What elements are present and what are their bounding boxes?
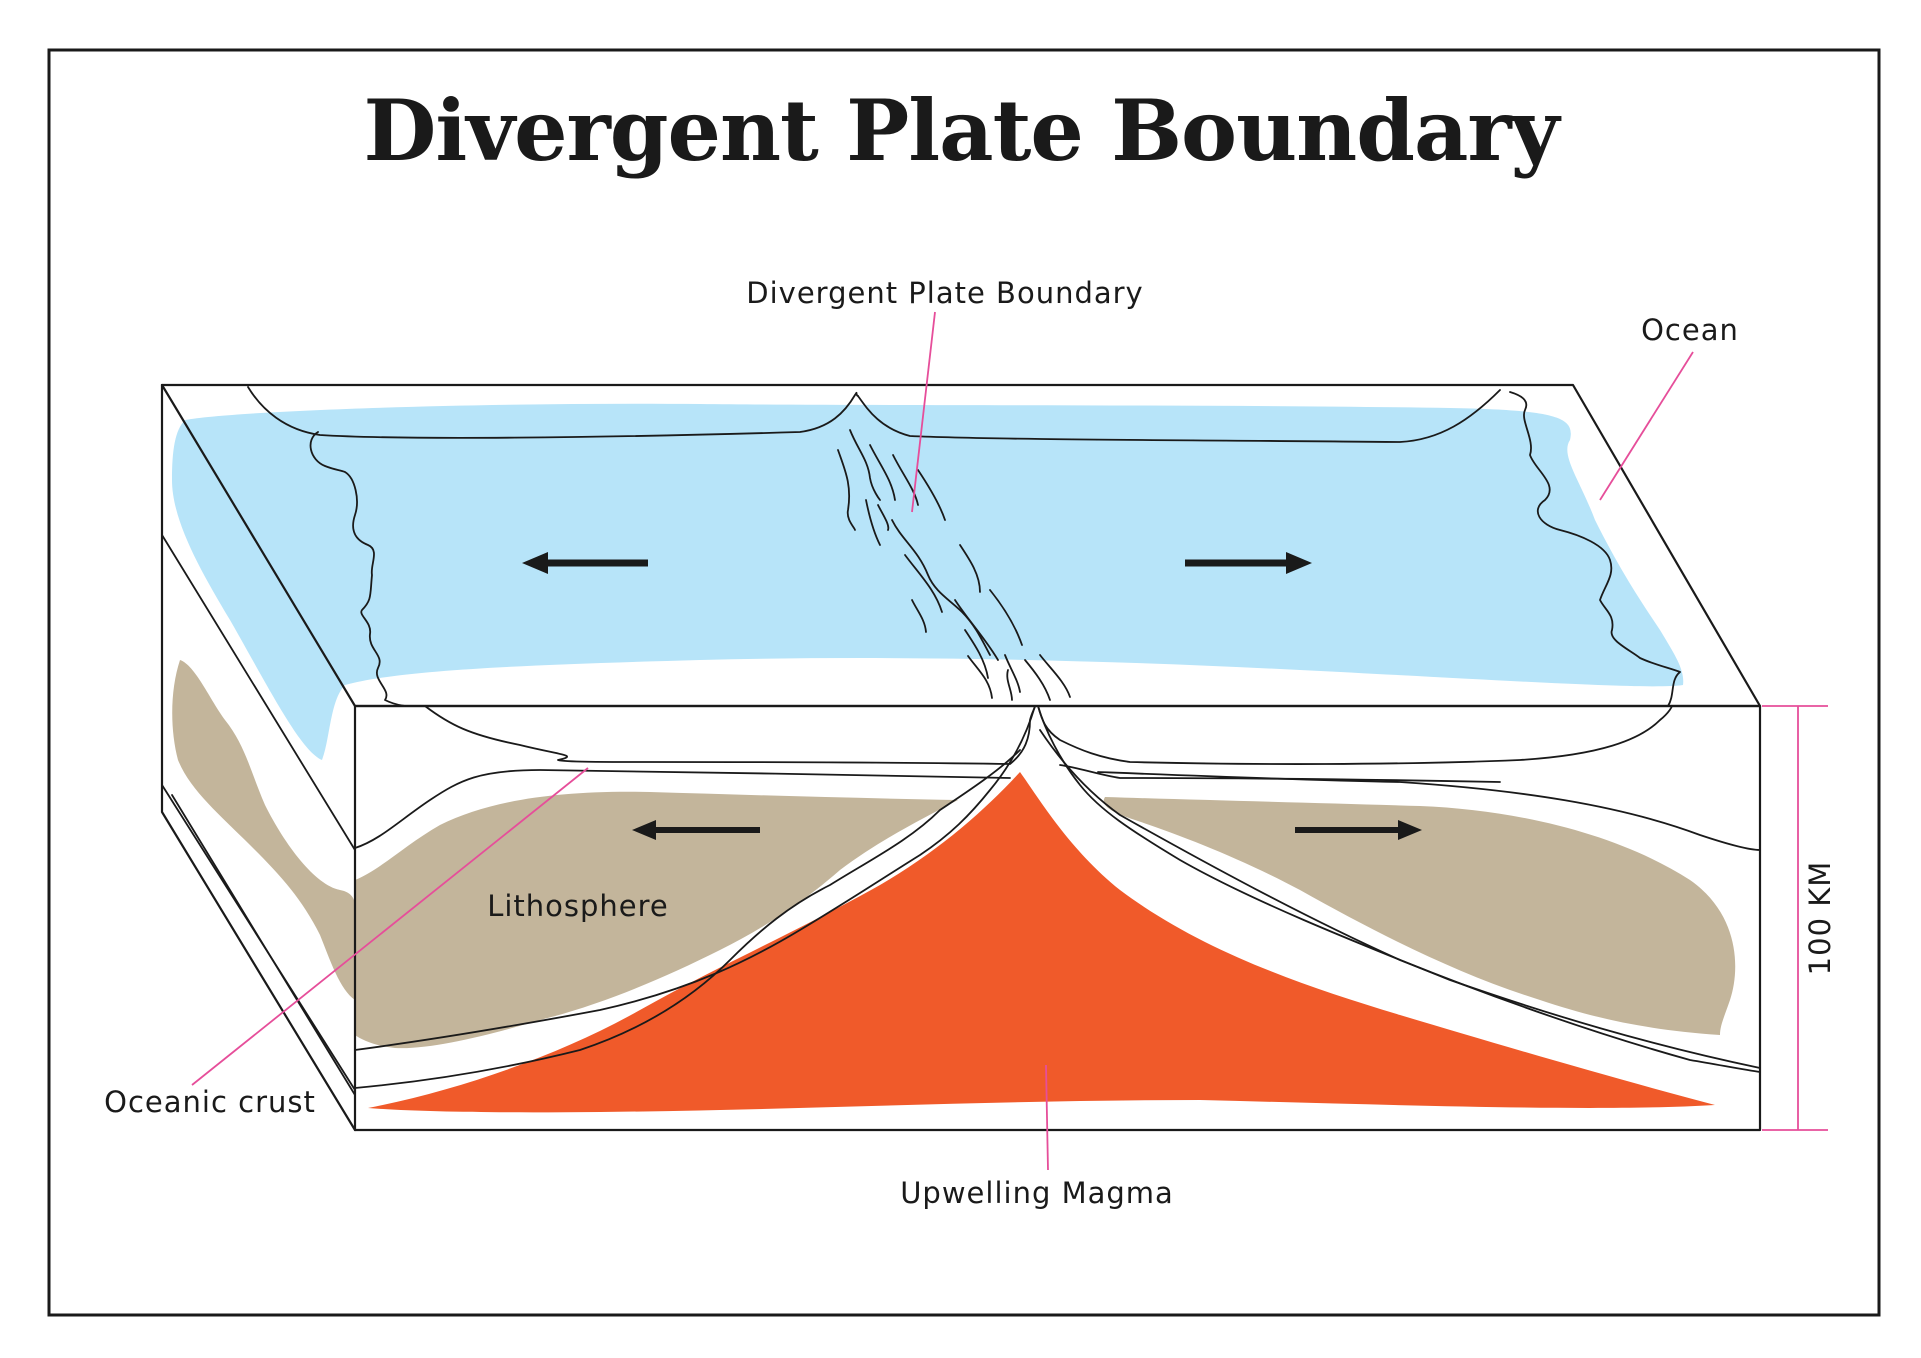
- seafloor-shelf-left: [247, 386, 859, 439]
- leader-ocean: [1599, 351, 1694, 501]
- right-front-boundary: [1097, 771, 1761, 851]
- seafloor-front-right: [1037, 705, 1673, 765]
- lithosphere-left-face: [172, 660, 355, 1000]
- crust-base-right: [1059, 764, 1501, 783]
- label-ocean: Ocean: [1641, 313, 1739, 347]
- diagram-title: Divergent Plate Boundary: [364, 81, 1562, 180]
- label-magma: Upwelling Magma: [900, 1176, 1174, 1210]
- leader-boundary: [911, 311, 936, 513]
- upwelling-magma: [368, 772, 1715, 1113]
- seafloor-front-left: [424, 705, 1036, 765]
- crust-base-left: [354, 769, 1011, 849]
- ridge-fissures: [837, 429, 1071, 701]
- leader-oceanic-crust: [191, 767, 589, 1086]
- arrow-top-left: [522, 552, 648, 574]
- seafloor-shelf-right: [857, 389, 1501, 443]
- coastline-right: [1509, 391, 1681, 707]
- arrow-front-right: [1295, 820, 1422, 840]
- ridge-apex-left: [354, 705, 1036, 1051]
- block-front-outline: [353, 704, 1762, 1132]
- lithosphere-front-right: [1103, 797, 1736, 1035]
- ridge-apex-right: [1037, 705, 1761, 1069]
- lithosphere-base-left: [354, 749, 1021, 1089]
- coastline-left: [309, 431, 406, 707]
- label-lithosphere: Lithosphere: [487, 889, 669, 923]
- scale-bar: [1762, 705, 1828, 1131]
- lithosphere-front-left: [355, 791, 958, 1049]
- ocean-water: [172, 403, 1684, 760]
- arrow-top-right: [1185, 552, 1312, 574]
- left-side-strata-3: [171, 794, 356, 1096]
- left-side-strata-1: [161, 534, 356, 851]
- label-oceanic-crust: Oceanic crust: [104, 1085, 316, 1119]
- scale-label: 100 KM: [1803, 861, 1837, 976]
- leader-magma: [1045, 1064, 1049, 1171]
- block-left-outline: [160, 383, 357, 1132]
- label-boundary: Divergent Plate Boundary: [746, 276, 1143, 310]
- arrow-front-left: [632, 820, 760, 840]
